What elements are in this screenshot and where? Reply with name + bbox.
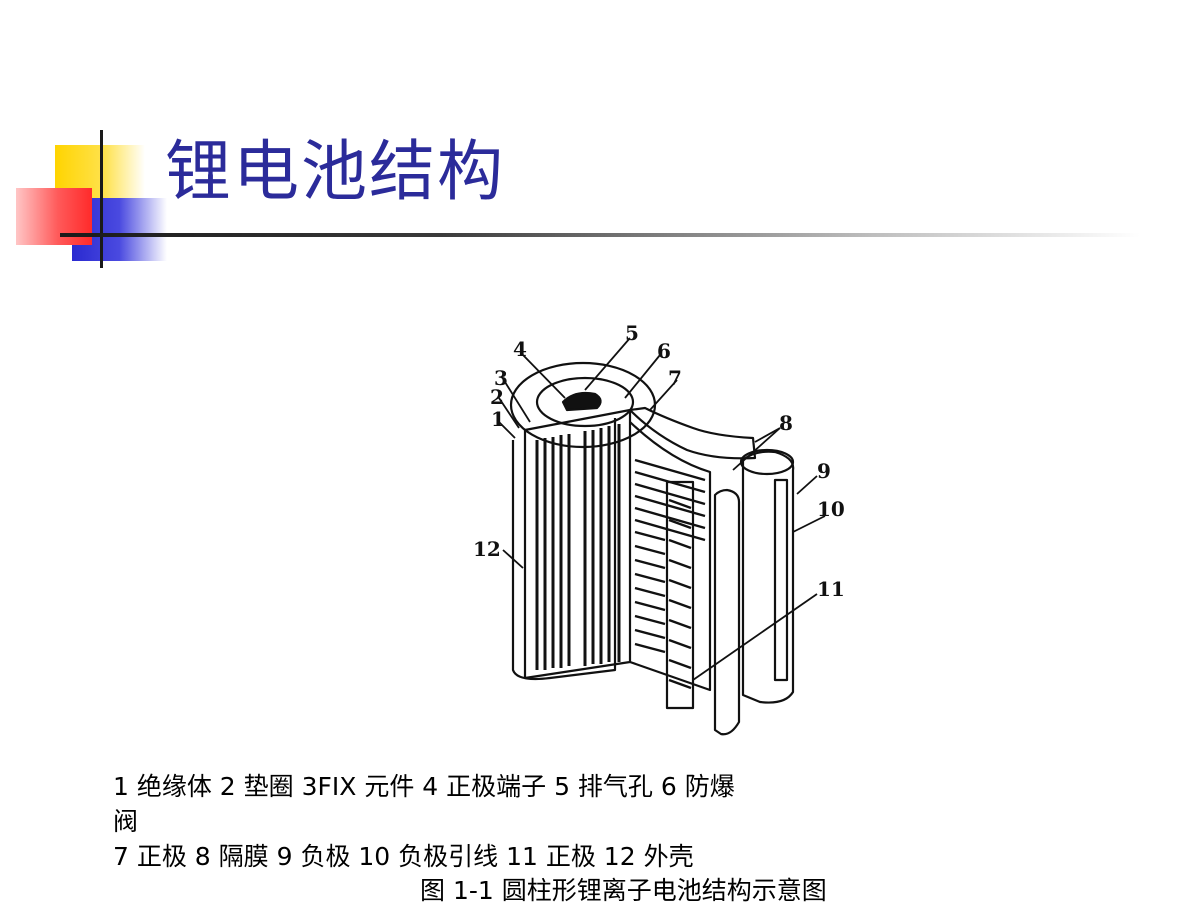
legend-line-1: 1 绝缘体 2 垫圈 3FIX 元件 4 正极端子 5 排气孔 6 防爆 [113,772,735,801]
label-10: 10 [817,497,845,521]
negative-electrode-roll [741,450,795,704]
label-1: 1 [491,407,505,431]
label-3: 3 [494,366,508,390]
label-11: 11 [817,577,845,601]
positive-electrode-strip [665,480,695,710]
label-2: 2 [490,385,504,409]
title-underline [60,233,1140,237]
figure-caption: 图 1-1 圆柱形锂离子电池结构示意图 [420,876,827,905]
separator [628,406,757,460]
slide-title: 锂电池结构 [165,133,505,210]
label-12: 12 [473,537,501,561]
battery-structure-diagram: 1 2 3 4 5 6 7 8 9 10 11 12 [473,321,845,736]
label-7: 7 [668,366,682,390]
label-8: 8 [779,411,793,435]
legend-line-2: 阀 [113,807,139,836]
label-5: 5 [625,321,639,345]
label-4: 4 [513,337,527,361]
label-6: 6 [657,339,671,363]
decor-vertical-line [100,130,103,268]
legend-line-3: 7 正极 8 隔膜 9 负极 10 负极引线 11 正极 12 外壳 [113,842,694,871]
label-9: 9 [817,459,831,483]
